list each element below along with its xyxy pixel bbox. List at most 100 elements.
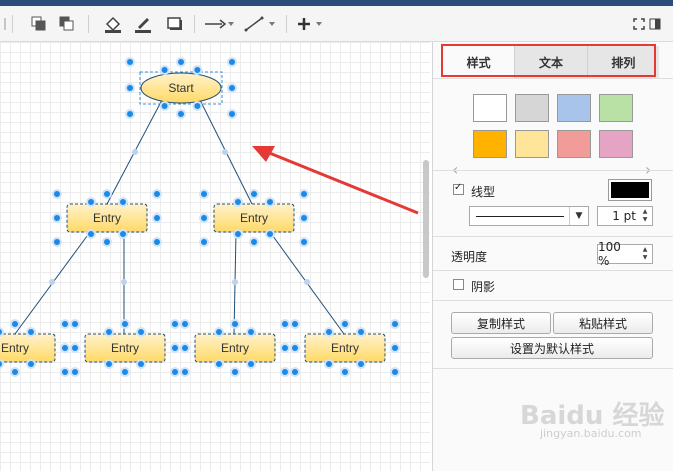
resize-handle[interactable] bbox=[120, 367, 130, 377]
entry-node[interactable]: Entry bbox=[66, 203, 148, 233]
tab-arrange[interactable]: 排列 bbox=[586, 46, 659, 78]
resize-handle[interactable] bbox=[0, 327, 4, 337]
resize-handle[interactable] bbox=[102, 237, 112, 247]
resize-handle[interactable] bbox=[280, 367, 290, 377]
resize-handle[interactable] bbox=[86, 229, 96, 239]
resize-handle[interactable] bbox=[340, 319, 350, 329]
resize-handle[interactable] bbox=[152, 213, 162, 223]
resize-handle[interactable] bbox=[52, 189, 62, 199]
resize-handle[interactable] bbox=[192, 65, 203, 75]
entry-node[interactable]: Entry bbox=[84, 333, 166, 363]
resize-handle[interactable] bbox=[70, 343, 80, 353]
paste-style-button[interactable]: 粘贴样式 bbox=[553, 312, 653, 334]
resize-handle[interactable] bbox=[324, 327, 334, 337]
resize-handle[interactable] bbox=[356, 359, 366, 369]
resize-handle[interactable] bbox=[199, 189, 209, 199]
resize-handle[interactable] bbox=[125, 83, 135, 93]
style-swatch[interactable] bbox=[557, 94, 591, 122]
resize-handle[interactable] bbox=[180, 319, 190, 329]
line-color-icon[interactable] bbox=[132, 14, 154, 34]
resize-handle[interactable] bbox=[230, 367, 240, 377]
resize-handle[interactable] bbox=[233, 197, 243, 207]
resize-handle[interactable] bbox=[52, 213, 62, 223]
tab-text[interactable]: 文本 bbox=[514, 46, 587, 78]
resize-handle[interactable] bbox=[340, 367, 350, 377]
shadow-checkbox[interactable] bbox=[453, 279, 464, 290]
style-swatch[interactable] bbox=[515, 94, 549, 122]
line-pattern-select[interactable]: ▼ bbox=[469, 206, 589, 226]
resize-handle[interactable] bbox=[299, 189, 309, 199]
resize-handle[interactable] bbox=[246, 359, 256, 369]
resize-handle[interactable] bbox=[52, 237, 62, 247]
spinner-arrows-icon[interactable]: ▲▼ bbox=[642, 246, 648, 261]
resize-handle[interactable] bbox=[60, 367, 70, 377]
resize-handle[interactable] bbox=[214, 327, 224, 337]
resize-handle[interactable] bbox=[265, 229, 275, 239]
selection-handles[interactable] bbox=[0, 57, 400, 377]
resize-handle[interactable] bbox=[10, 367, 20, 377]
line-checkbox[interactable] bbox=[453, 182, 464, 195]
resize-handle[interactable] bbox=[26, 359, 36, 369]
start-node[interactable] bbox=[140, 72, 222, 104]
entry-node[interactable]: Entry bbox=[194, 333, 276, 363]
resize-handle[interactable] bbox=[159, 65, 170, 75]
fill-color-icon[interactable] bbox=[102, 14, 124, 34]
resize-handle[interactable] bbox=[170, 367, 180, 377]
set-default-style-button[interactable]: 设置为默认样式 bbox=[451, 337, 653, 359]
line-width-input[interactable]: 1 pt ▲▼ bbox=[597, 206, 653, 226]
resize-handle[interactable] bbox=[390, 367, 400, 377]
style-swatch[interactable] bbox=[473, 130, 507, 158]
style-swatch[interactable] bbox=[599, 94, 633, 122]
resize-handle[interactable] bbox=[280, 343, 290, 353]
resize-handle[interactable] bbox=[230, 319, 240, 329]
resize-handle[interactable] bbox=[214, 359, 224, 369]
resize-handle[interactable] bbox=[120, 319, 130, 329]
resize-handle[interactable] bbox=[324, 359, 334, 369]
resize-handle[interactable] bbox=[249, 189, 259, 199]
resize-handle[interactable] bbox=[136, 327, 146, 337]
resize-handle[interactable] bbox=[280, 319, 290, 329]
shadow-icon[interactable] bbox=[164, 14, 186, 34]
resize-handle[interactable] bbox=[390, 343, 400, 353]
resize-handle[interactable] bbox=[180, 343, 190, 353]
resize-handle[interactable] bbox=[104, 327, 114, 337]
style-swatch[interactable] bbox=[473, 94, 507, 122]
resize-handle[interactable] bbox=[290, 343, 300, 353]
resize-handle[interactable] bbox=[227, 83, 237, 93]
resize-handle[interactable] bbox=[299, 237, 309, 247]
resize-handle[interactable] bbox=[118, 197, 128, 207]
style-swatch[interactable] bbox=[515, 130, 549, 158]
resize-handle[interactable] bbox=[249, 237, 259, 247]
resize-handle[interactable] bbox=[70, 319, 80, 329]
resize-handle[interactable] bbox=[170, 319, 180, 329]
resize-handle[interactable] bbox=[118, 229, 128, 239]
resize-handle[interactable] bbox=[199, 213, 209, 223]
resize-handle[interactable] bbox=[227, 109, 237, 119]
insert-plus-icon[interactable] bbox=[296, 14, 326, 34]
copy-style-button[interactable]: 复制样式 bbox=[451, 312, 551, 334]
canvas-scrollbar[interactable] bbox=[423, 160, 429, 278]
opacity-input[interactable]: 100 % ▲▼ bbox=[597, 240, 653, 268]
connection-arrow-icon[interactable] bbox=[204, 14, 236, 34]
line-color-picker[interactable] bbox=[608, 179, 652, 201]
resize-handle[interactable] bbox=[10, 319, 20, 329]
to-front-icon[interactable] bbox=[28, 14, 50, 34]
resize-handle[interactable] bbox=[390, 319, 400, 329]
diagram-canvas[interactable]: Start Entry Entry Entry Entry Entry Entr… bbox=[0, 42, 430, 471]
resize-handle[interactable] bbox=[356, 327, 366, 337]
resize-handle[interactable] bbox=[125, 109, 135, 119]
resize-handle[interactable] bbox=[290, 367, 300, 377]
entry-node[interactable]: Entry bbox=[0, 333, 56, 363]
resize-handle[interactable] bbox=[199, 237, 209, 247]
resize-handle[interactable] bbox=[290, 319, 300, 329]
resize-handle[interactable] bbox=[104, 359, 114, 369]
resize-handle[interactable] bbox=[233, 229, 243, 239]
resize-handle[interactable] bbox=[180, 367, 190, 377]
fullscreen-icon[interactable] bbox=[632, 14, 646, 34]
spinner-arrows-icon[interactable]: ▲▼ bbox=[642, 208, 648, 223]
waypoints-icon[interactable] bbox=[244, 14, 278, 34]
resize-handle[interactable] bbox=[227, 57, 237, 67]
resize-handle[interactable] bbox=[26, 327, 36, 337]
resize-handle[interactable] bbox=[152, 189, 162, 199]
resize-handle[interactable] bbox=[246, 327, 256, 337]
